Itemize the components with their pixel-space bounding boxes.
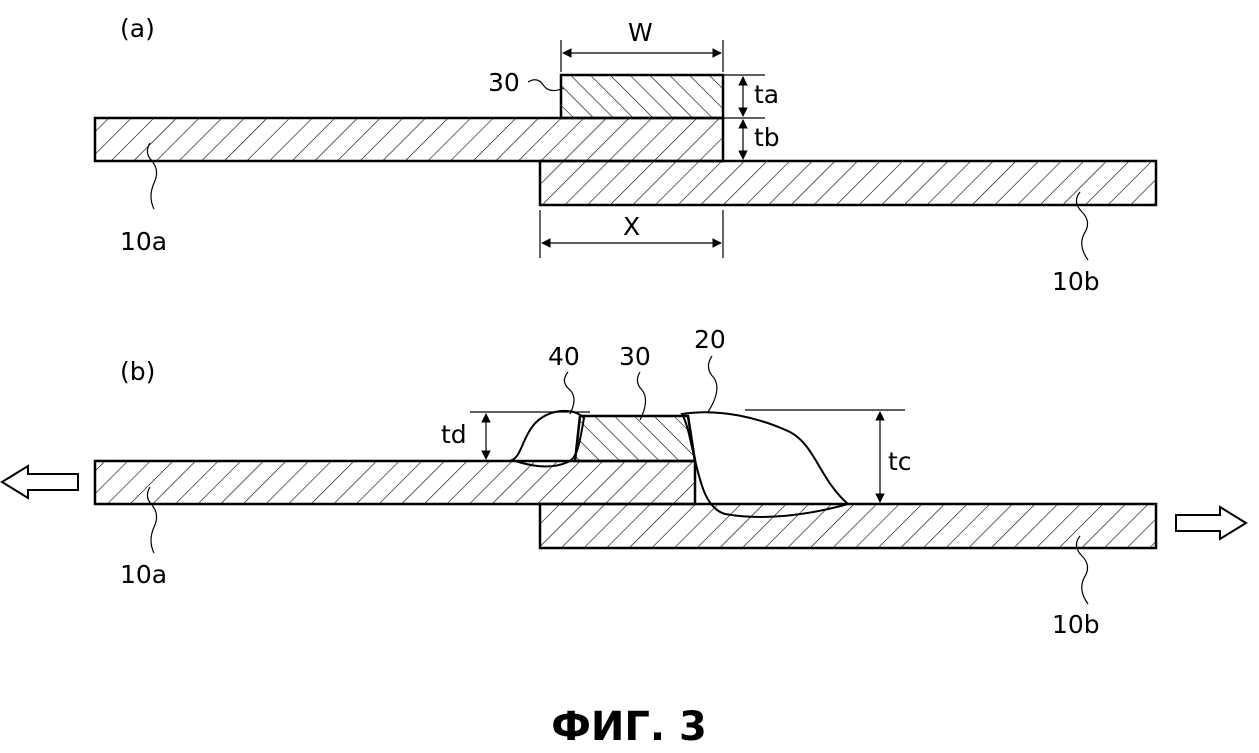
label-30-b: 30: [619, 342, 651, 371]
plate-10b-b: [540, 504, 1156, 548]
plate-10b: [540, 161, 1156, 205]
label-ta: ta: [754, 80, 779, 109]
label-td: td: [441, 420, 467, 449]
panel-b: (b) td tc 40 30 20 10a 10b: [2, 325, 1246, 639]
panel-a-label: (a): [120, 14, 155, 43]
label-w: W: [628, 18, 653, 47]
insert-30-b: [575, 416, 695, 461]
plate-10a-b: [95, 461, 695, 504]
label-30: 30: [488, 68, 520, 97]
label-10a: 10a: [120, 227, 167, 256]
label-x: X: [623, 212, 640, 241]
arrow-right: [1176, 507, 1246, 539]
label-40: 40: [548, 342, 580, 371]
insert-30: [561, 75, 723, 118]
label-10b-b: 10b: [1052, 610, 1100, 639]
arrow-left: [2, 466, 78, 498]
label-20: 20: [694, 325, 726, 354]
label-10a-b: 10a: [120, 560, 167, 589]
fillet-40: [512, 411, 584, 467]
weld-20: [682, 412, 848, 517]
panel-a: (a) W ta tb X 30 10a 10b: [95, 14, 1156, 296]
panel-b-label: (b): [120, 357, 155, 386]
figure-caption: ФИГ. 3: [551, 704, 707, 750]
label-tc: tc: [888, 447, 912, 476]
plate-10a: [95, 118, 723, 161]
label-10b: 10b: [1052, 267, 1100, 296]
label-tb: tb: [754, 123, 780, 152]
